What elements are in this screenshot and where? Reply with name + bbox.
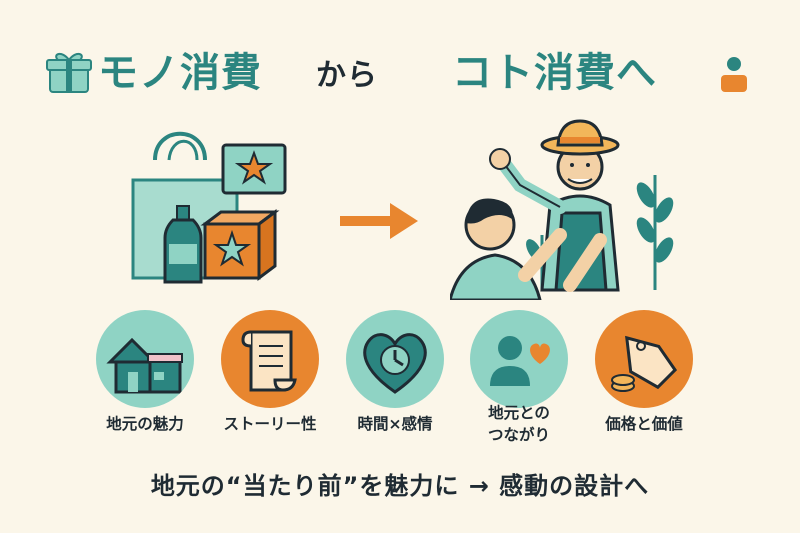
farmer-greeting-child <box>450 119 674 300</box>
scroll-icon <box>241 330 297 392</box>
price-tag-coins-icon <box>611 335 678 392</box>
title-from: から <box>316 58 378 93</box>
feature-label-local-connection: 地元との つながり <box>487 404 550 444</box>
title-koto-consumption: コト消費へ <box>452 50 657 96</box>
feature-label-local-charm: 地元の魅力 <box>106 415 184 433</box>
footer-message: 地元の“当たり前”を魅力に → 感動の設計へ <box>150 472 650 500</box>
feature-label-story: ストーリー性 <box>223 415 317 433</box>
person-heart-icon <box>490 336 550 386</box>
feature-label-time-emotion: 時間×感情 <box>357 415 433 433</box>
feature-circle-local-charm <box>96 310 194 408</box>
feature-label-price-value: 価格と価値 <box>605 415 683 433</box>
heart-clock-icon <box>363 333 427 394</box>
hero-illustration-row <box>0 115 800 300</box>
arrow-right-icon <box>340 203 418 239</box>
house-storefront-icon <box>106 337 183 394</box>
feature-circle-story <box>221 310 319 408</box>
feature-circle-local-connection <box>470 310 568 408</box>
title-mono-consumption: モノ消費 <box>98 50 262 96</box>
person-icon <box>721 57 747 92</box>
feature-circle-price-value <box>595 310 693 408</box>
feature-circle-time-emotion <box>346 310 444 408</box>
gift-icon <box>46 53 92 93</box>
feature-row: 地元の魅力 ストーリー性 時間×感情 地元との つながり 価格と価値 <box>0 305 800 455</box>
shopping-bag-bottle-boxes <box>131 131 287 284</box>
title-row: モノ消費 から コト消費へ <box>0 28 800 108</box>
